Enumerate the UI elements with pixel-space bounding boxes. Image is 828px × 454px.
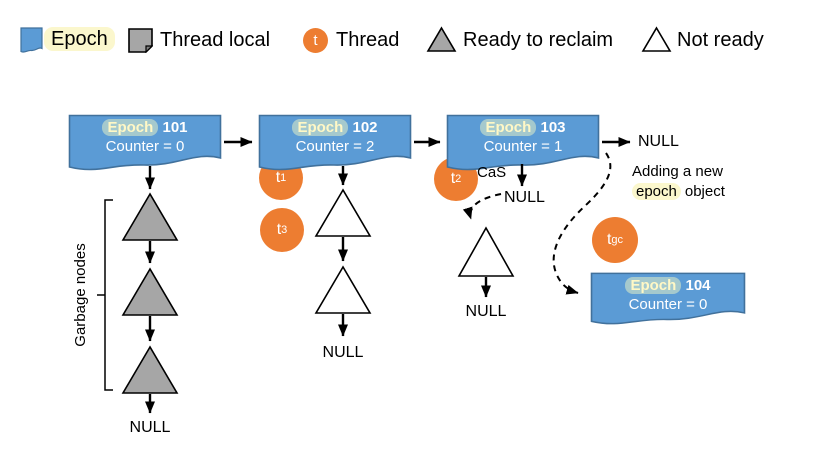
null-label-column2: NULL	[322, 344, 364, 361]
epoch-103-counter: Counter = 1	[483, 138, 563, 155]
epoch-101-box: Epoch 101 Counter = 0	[68, 114, 222, 172]
legend-epoch-label: Epoch	[44, 26, 115, 52]
adding-annotation-line1: Adding a new	[632, 163, 723, 180]
epoch-104-box: Epoch 104 Counter = 0	[590, 272, 746, 326]
epoch-103-box: Epoch 103 Counter = 1	[446, 114, 600, 172]
cas-label: CaS	[477, 164, 507, 181]
null-label-cas: NULL	[504, 189, 545, 206]
thread-local-note-icon	[128, 28, 153, 53]
garbage-nodes-bracket	[104, 199, 113, 391]
epoch-102-counter: Counter = 2	[295, 138, 375, 155]
ready-to-reclaim-triangle-icon	[426, 26, 457, 52]
legend-thread-icon-letter: t	[313, 32, 318, 49]
garbage-node-triangle-2	[121, 267, 179, 316]
null-label-column3: NULL	[465, 303, 507, 320]
epoch-104-counter: Counter = 0	[628, 296, 708, 313]
null-label-epoch-list-end: NULL	[638, 133, 679, 150]
thread-t3-letter: t	[276, 221, 282, 238]
thread-t1-letter: t	[275, 169, 281, 186]
garbage-nodes-label: Garbage nodes	[72, 243, 89, 347]
thread-t2-letter: t	[450, 170, 456, 187]
not-ready-triangle-1	[314, 188, 372, 237]
epoch-103-title: Epoch 103	[446, 118, 600, 137]
thread-circle-icon: t	[303, 28, 328, 53]
null-label-garbage: NULL	[129, 419, 171, 436]
epoch-102-title: Epoch 102	[258, 118, 412, 137]
legend-thread-local-label: Thread local	[160, 29, 271, 51]
legend-thread-label: Thread	[336, 29, 400, 51]
not-ready-triangle-icon	[641, 26, 672, 52]
legend-not-ready-label: Not ready	[677, 29, 764, 51]
dashed-arrow-null-to-node	[462, 193, 502, 220]
epoch-101-title: Epoch 101	[68, 118, 222, 137]
epoch-102-box: Epoch 102 Counter = 2	[258, 114, 412, 172]
legend-ready-label: Ready to reclaim	[463, 29, 614, 51]
garbage-node-triangle-1	[121, 192, 179, 241]
not-ready-triangle-3	[457, 226, 515, 277]
not-ready-triangle-2	[314, 265, 372, 314]
epoch-document-icon	[20, 27, 43, 53]
epoch-104-title: Epoch 104	[590, 276, 746, 295]
epoch-101-counter: Counter = 0	[105, 138, 185, 155]
garbage-node-triangle-3	[121, 345, 179, 394]
